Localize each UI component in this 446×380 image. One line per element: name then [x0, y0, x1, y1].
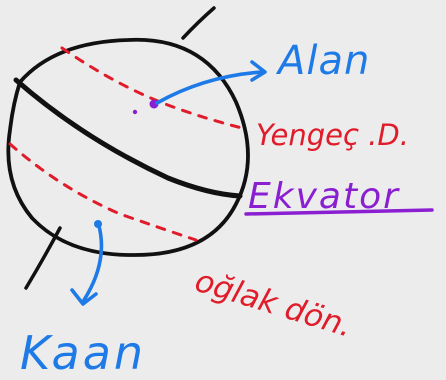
- tropic-of-cancer-line: [62, 48, 242, 128]
- arrow-to-kaan: [84, 226, 101, 300]
- arrow-to-alan: [157, 72, 262, 103]
- equator-line: [16, 80, 240, 196]
- label-alan: Alan: [278, 38, 370, 84]
- region-dot-small: [133, 110, 137, 114]
- label-yengec: Yengeç .D.: [256, 118, 409, 152]
- globe-outline: [8, 40, 248, 255]
- axis-top: [183, 8, 214, 38]
- label-ekvator: Ekvator: [248, 176, 400, 217]
- label-kaan: Kaan: [20, 326, 146, 380]
